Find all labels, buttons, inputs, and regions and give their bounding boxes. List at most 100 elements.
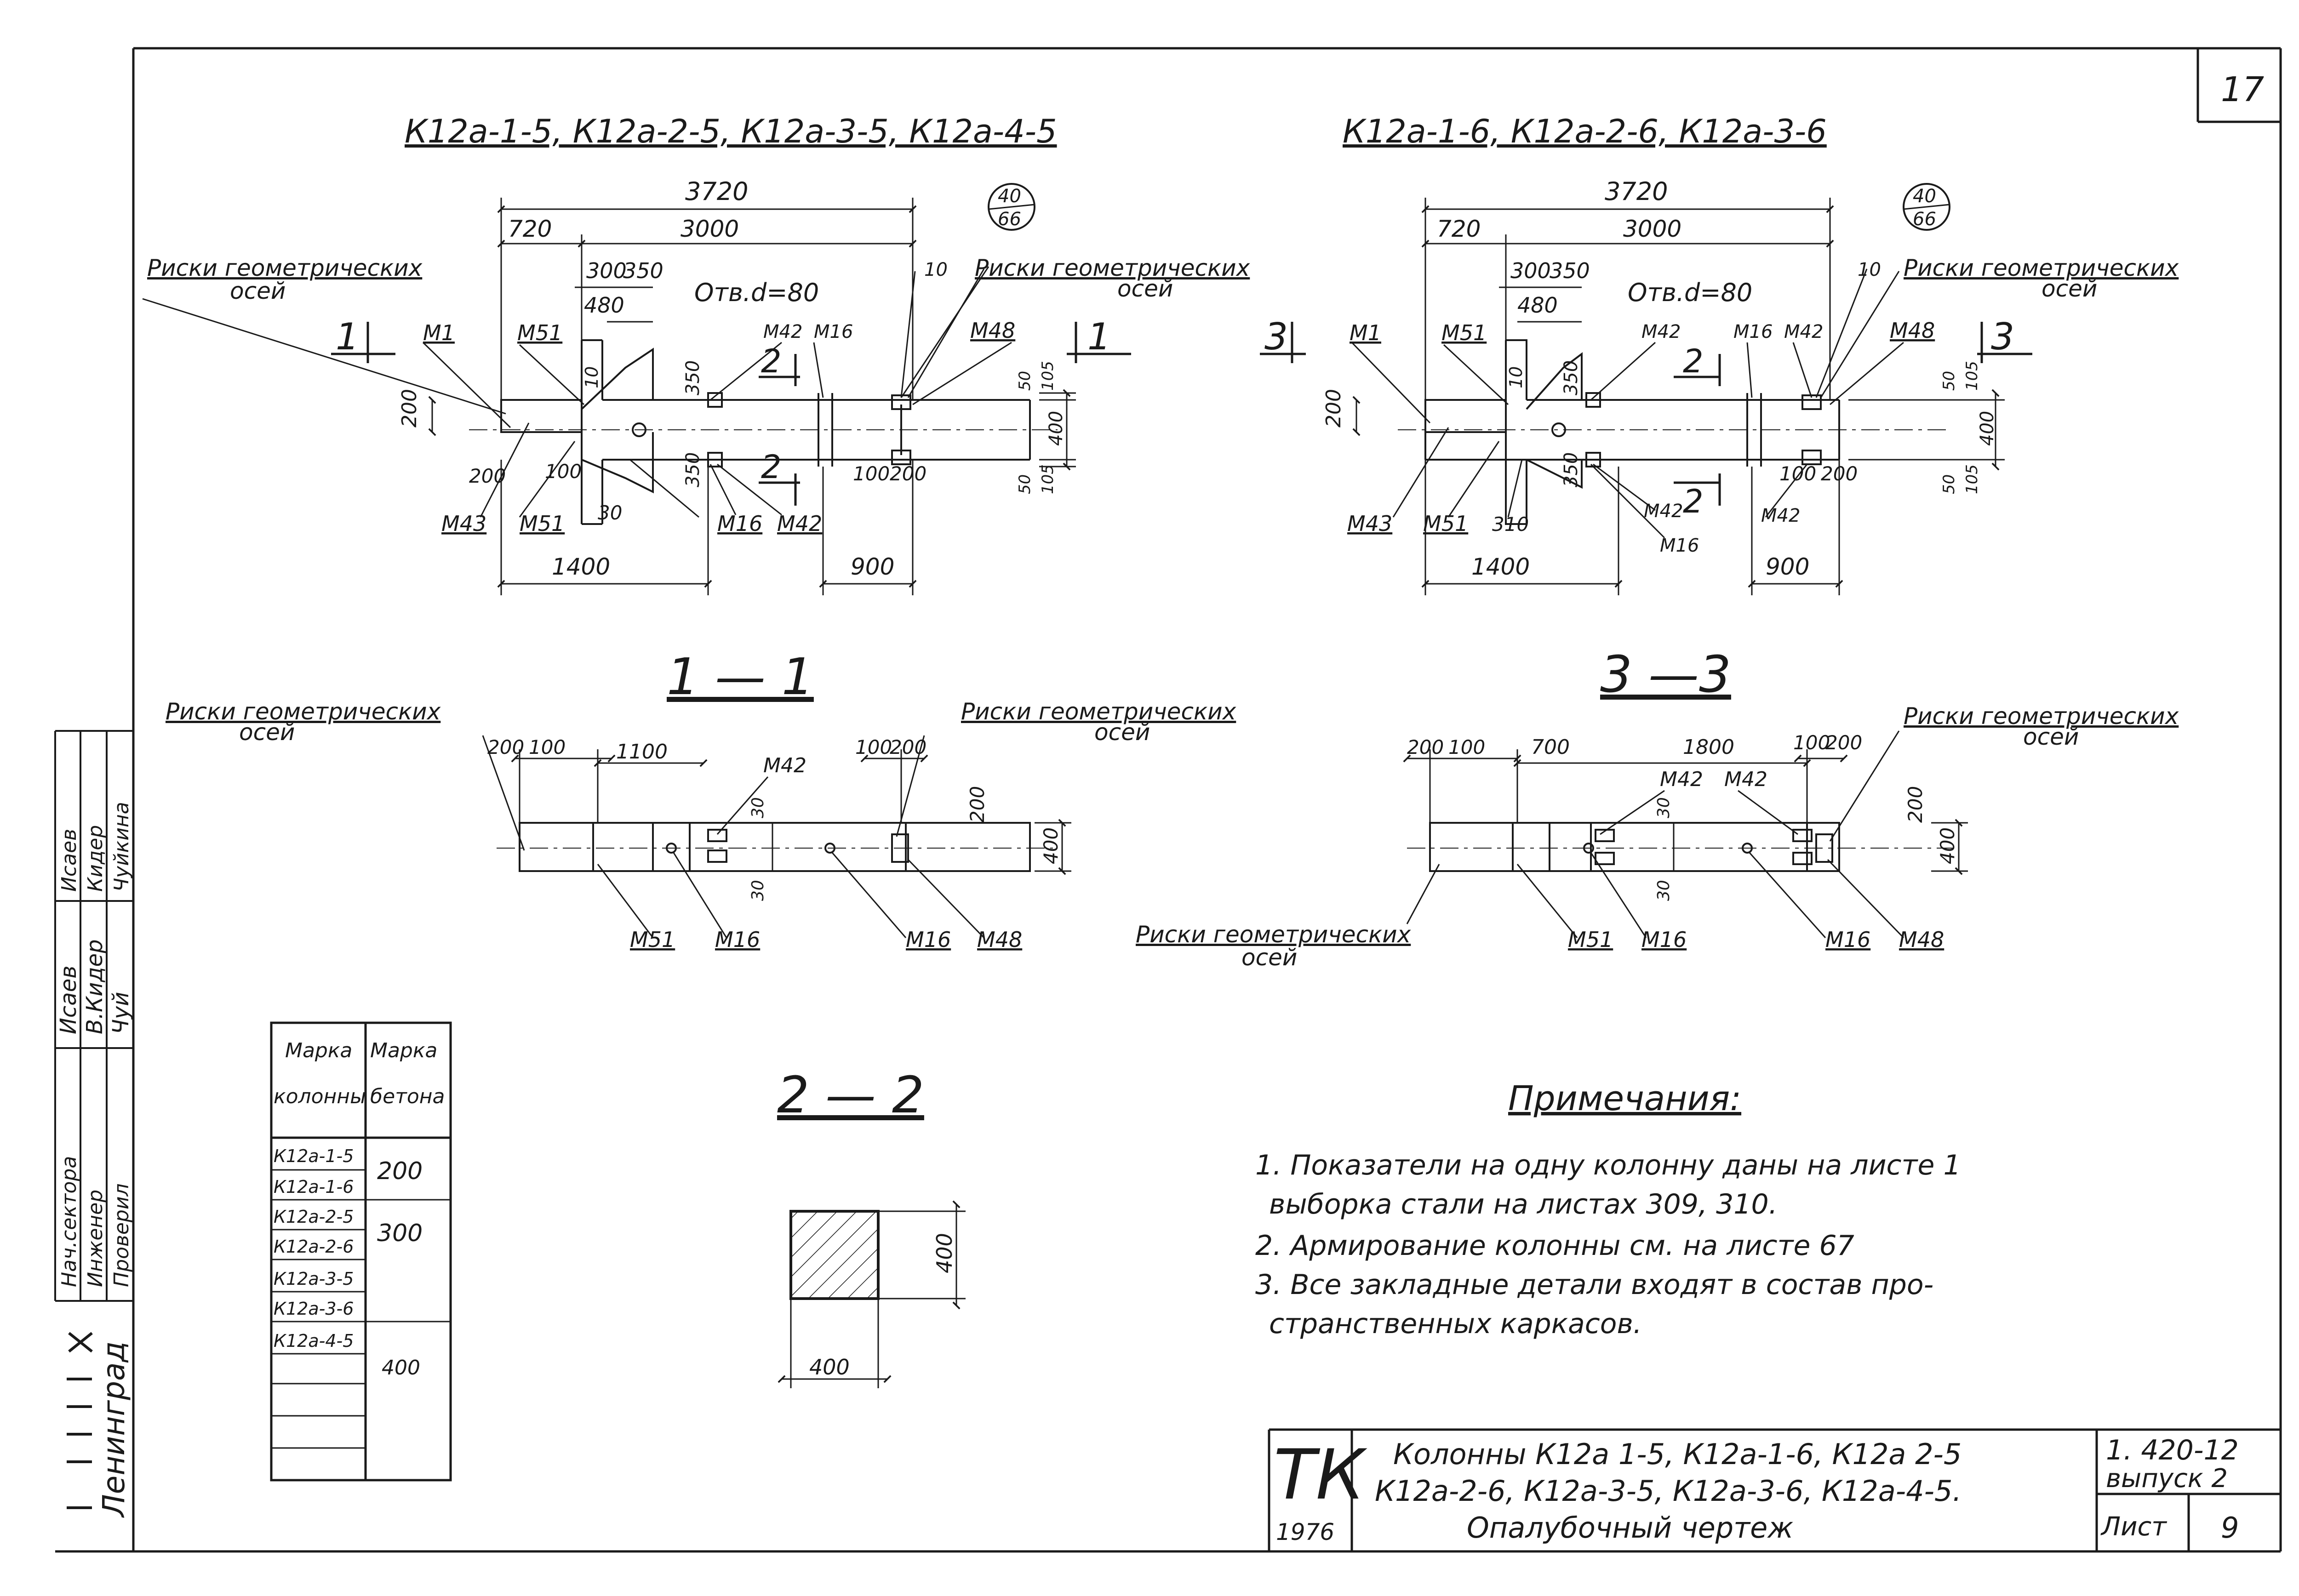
svg-text:М51: М51: [1423, 511, 1468, 536]
section-3-3-title: 3 —3: [1600, 645, 1731, 704]
svg-text:Исаев: Исаев: [57, 829, 81, 892]
svg-text:3000: 3000: [1623, 216, 1681, 242]
svg-text:М16: М16: [906, 927, 951, 952]
svg-text:100: 100: [529, 736, 566, 758]
svg-text:3720: 3720: [685, 177, 748, 206]
svg-text:Инженер: Инженер: [84, 1190, 107, 1287]
svg-text:М51: М51: [1568, 927, 1613, 952]
org-city: Ленинград: [96, 1341, 132, 1518]
svg-text:Нач.сектора: Нач.сектора: [57, 1156, 81, 1287]
svg-text:2. Армирование колонны см. на: 2. Армирование колонны см. на листе 67: [1255, 1230, 1854, 1262]
svg-text:Риски геометрических: Риски геометрических: [166, 698, 441, 725]
svg-text:1. 420-12: 1. 420-12: [2106, 1434, 2239, 1466]
svg-text:М42: М42: [1761, 505, 1800, 526]
svg-text:3. Все закладные детали входят: 3. Все закладные детали входят в состав …: [1255, 1269, 1933, 1301]
svg-text:350: 350: [1561, 452, 1582, 487]
svg-text:400: 400: [1977, 411, 1998, 446]
svg-text:200: 200: [966, 786, 989, 823]
title-block: ТК 1976 Колонны К12а 1-5, К12а-1-6, К12а…: [1268, 1428, 2281, 1551]
svg-text:200: 200: [487, 736, 524, 758]
svg-text:10: 10: [582, 366, 602, 388]
right-view-title: К12а-1-6, К12а-2-6, К12а-3-6: [1343, 113, 1827, 150]
page-number: 17: [2221, 70, 2264, 109]
svg-text:М16: М16: [715, 927, 760, 952]
left-cut-c-top: 2: [761, 342, 782, 380]
svg-text:350: 350: [623, 258, 663, 283]
svg-text:50: 50: [1016, 371, 1034, 391]
svg-text:Риски геометрических: Риски геометрических: [961, 698, 1236, 725]
svg-text:М16: М16: [1641, 927, 1687, 952]
svg-text:колонны: колонны: [274, 1085, 366, 1108]
left-leaders: [142, 266, 1012, 518]
left-reference-balloon: 40 66: [988, 183, 1035, 231]
left-dimensions: [428, 198, 1076, 595]
section-1-1: 1 — 1: [166, 647, 1236, 952]
svg-text:100: 100: [853, 462, 890, 485]
svg-text:100: 100: [1793, 731, 1830, 754]
svg-text:200: 200: [1322, 389, 1345, 428]
svg-text:30: 30: [1654, 797, 1673, 818]
svg-text:1976: 1976: [1276, 1519, 1334, 1545]
svg-text:50: 50: [1940, 371, 1958, 391]
svg-text:М51: М51: [630, 927, 675, 952]
svg-text:Чуйкина: Чуйкина: [110, 802, 133, 892]
svg-text:400: 400: [809, 1355, 850, 1379]
svg-text:350: 350: [682, 452, 703, 487]
svg-text:осей: осей: [2042, 275, 2097, 302]
svg-text:Чуй: Чуй: [108, 992, 134, 1034]
svg-text:40: 40: [1913, 186, 1936, 207]
svg-text:Колонны К12а 1-5, К12а-1-6, К: Колонны К12а 1-5, К12а-1-6, К12а 2-5: [1393, 1437, 1962, 1471]
svg-text:300: 300: [377, 1220, 423, 1247]
svg-text:М16: М16: [1825, 927, 1870, 952]
section-2-2-title: 2 — 2: [777, 1066, 924, 1124]
section-2-2-profile: [789, 1210, 880, 1300]
svg-text:К12а-1-6: К12а-1-6: [274, 1177, 354, 1197]
svg-text:30: 30: [749, 880, 767, 901]
svg-text:200: 200: [890, 462, 926, 485]
svg-text:200: 200: [1821, 462, 1858, 485]
svg-text:100: 100: [545, 460, 582, 483]
svg-text:М1: М1: [1350, 320, 1381, 345]
svg-text:М48: М48: [977, 927, 1022, 952]
svg-text:480: 480: [1517, 293, 1558, 318]
right-cut-c-top: 2: [1683, 342, 1704, 380]
svg-text:М48: М48: [1899, 927, 1944, 952]
svg-text:выборка стали на листах 309, 3: выборка стали на листах 309, 310.: [1269, 1188, 1778, 1220]
svg-text:50: 50: [1016, 474, 1034, 494]
right-cut-c-bot: 2: [1683, 483, 1704, 520]
left-cut-markers: [331, 322, 1131, 506]
logo-tk: ТК: [1274, 1435, 1367, 1515]
svg-text:К12а-3-5: К12а-3-5: [274, 1269, 354, 1289]
svg-text:К12а-1-5: К12а-1-5: [274, 1146, 354, 1166]
svg-text:осей: осей: [230, 278, 286, 304]
svg-text:1800: 1800: [1683, 735, 1734, 759]
svg-text:М42: М42: [1724, 768, 1767, 791]
svg-text:М51: М51: [1441, 320, 1487, 345]
concrete-grade-table: Марка колонны Марка бетона К12а-1-5 К12а…: [270, 1021, 452, 1482]
svg-text:1400: 1400: [552, 553, 610, 580]
svg-text:10: 10: [1506, 366, 1526, 388]
svg-text:К12а-2-6: К12а-2-6: [274, 1237, 354, 1257]
svg-text:200: 200: [377, 1157, 423, 1185]
svg-text:странственных каркасов.: странственных каркасов.: [1269, 1308, 1642, 1340]
svg-text:Исаев: Исаев: [56, 965, 81, 1034]
right-cut-markers: [1260, 322, 2032, 506]
svg-text:200: 200: [1825, 731, 1862, 754]
left-column-outline: [500, 339, 1031, 525]
svg-text:400: 400: [1936, 827, 1959, 864]
sheet-frame: [55, 47, 2282, 1553]
svg-text:М51: М51: [520, 511, 565, 536]
right-cut-a: 3: [1264, 315, 1288, 358]
svg-text:М16: М16: [814, 321, 853, 342]
right-reference-balloon: 40 66: [1903, 183, 1950, 231]
svg-text:50: 50: [1940, 474, 1958, 494]
svg-text:Опалубочный чертеж: Опалубочный чертеж: [1467, 1511, 1793, 1545]
svg-text:100: 100: [855, 736, 892, 758]
svg-text:400: 400: [382, 1356, 420, 1379]
svg-text:Риски геометрических: Риски геометрических: [975, 255, 1250, 281]
left-plan-view: К12а-1-5, К12а-2-5, К12а-3-5, К12а-4-5: [142, 113, 1250, 595]
svg-text:осей: осей: [1094, 719, 1150, 746]
svg-text:66: 66: [1913, 209, 1936, 230]
svg-text:1. Показатели на одну колонну: 1. Показатели на одну колонну даны на ли…: [1255, 1149, 1961, 1181]
